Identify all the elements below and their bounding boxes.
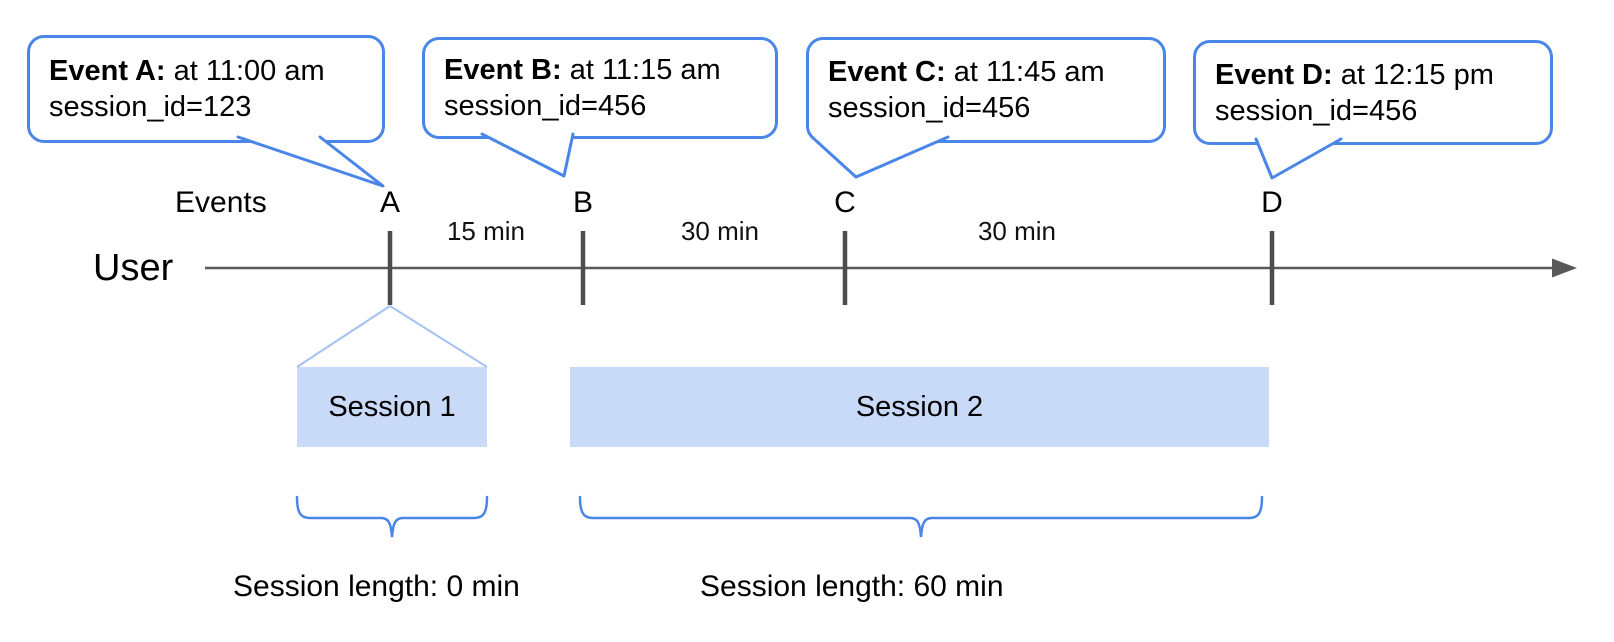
event-d-time: at 12:15 pm	[1332, 58, 1494, 91]
event-c-callout-line1: Event C: at 11:45 am	[828, 54, 1144, 90]
events-row-label: Events	[175, 186, 267, 219]
interval-c-d: 30 min	[977, 216, 1057, 246]
session-1-funnel-lines	[296, 305, 488, 368]
session-1-box: Session 1	[297, 367, 487, 447]
interval-b-c: 30 min	[680, 216, 760, 246]
event-c-callout: Event C: at 11:45 am session_id=456	[806, 37, 1166, 143]
event-b-title: Event B:	[444, 54, 562, 86]
event-a-title: Event A:	[49, 55, 166, 87]
session-1-length-label: Session length: 0 min	[233, 570, 520, 603]
interval-a-b: 15 min	[446, 216, 526, 246]
event-a-time: at 11:00 am	[165, 55, 325, 87]
event-a-callout-line1: Event A: at 11:00 am	[49, 53, 363, 89]
user-axis-label: User	[93, 247, 174, 289]
session-2-length-label: Session length: 60 min	[700, 570, 1004, 603]
session-2-box: Session 2	[570, 367, 1269, 447]
event-mark-c: C	[834, 186, 856, 219]
event-d-title: Event D:	[1215, 58, 1333, 91]
event-mark-a: A	[379, 186, 401, 219]
event-c-time: at 11:45 am	[945, 56, 1105, 88]
arrowhead-icon	[1552, 258, 1577, 278]
event-b-callout: Event B: at 11:15 am session_id=456	[422, 37, 778, 139]
event-b-session-id: session_id=456	[444, 90, 647, 122]
event-d-callout: Event D: at 12:15 pm session_id=456	[1193, 40, 1553, 145]
session-2-brace	[578, 495, 1264, 538]
event-d-callout-line1: Event D: at 12:15 pm	[1215, 57, 1531, 93]
event-c-session-id: session_id=456	[828, 92, 1031, 124]
event-d-session-id: session_id=456	[1215, 94, 1418, 127]
event-mark-b: B	[572, 186, 594, 219]
timeline-arrow	[205, 258, 1577, 278]
event-a-session-id: session_id=123	[49, 91, 252, 123]
event-a-callout: Event A: at 11:00 am session_id=123	[27, 35, 385, 143]
event-b-time: at 11:15 am	[561, 54, 721, 86]
session-2-label: Session 2	[855, 390, 984, 423]
session-1-brace	[295, 495, 489, 538]
event-c-title: Event C:	[828, 56, 946, 88]
session-1-label: Session 1	[328, 390, 456, 423]
event-b-callout-line1: Event B: at 11:15 am	[444, 52, 756, 88]
event-b-callout-tail	[480, 132, 575, 178]
event-a-callout-tail	[236, 135, 385, 188]
event-c-callout-tail	[810, 135, 950, 179]
event-mark-d: D	[1261, 186, 1283, 219]
